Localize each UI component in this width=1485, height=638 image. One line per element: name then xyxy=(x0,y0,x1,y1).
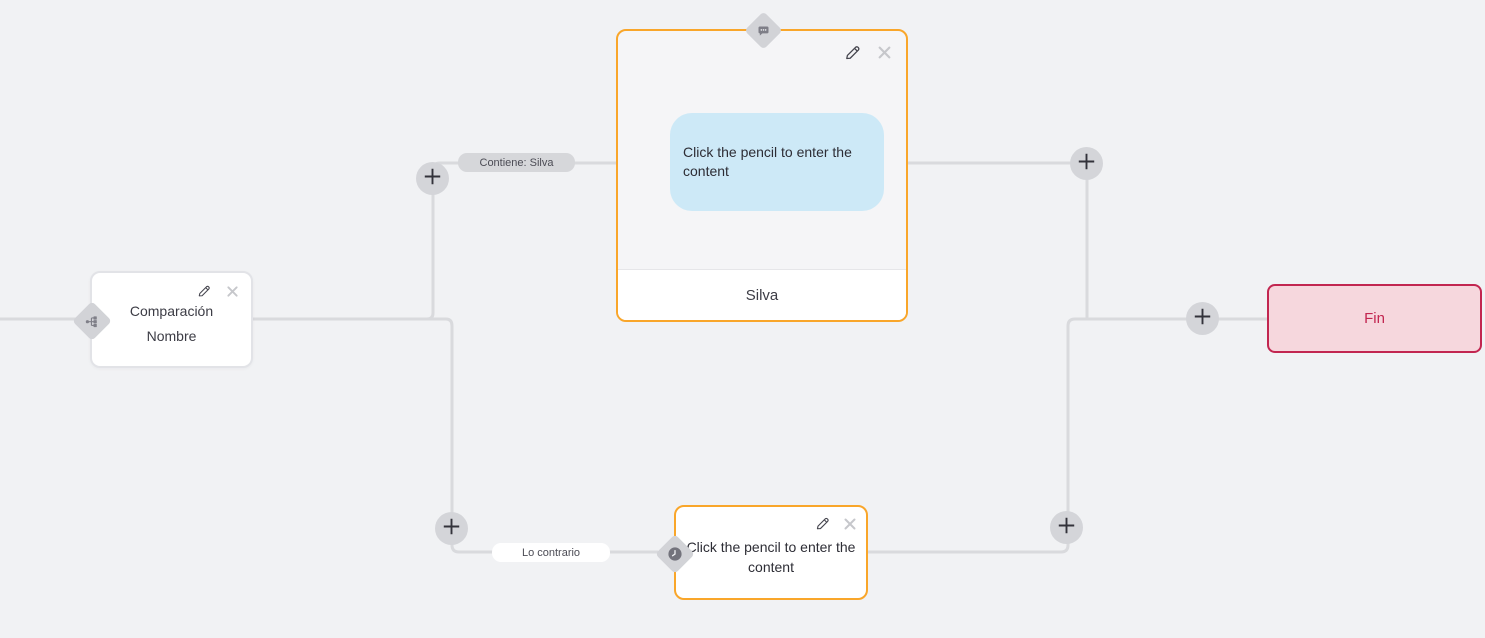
condition-title-line1: Comparación xyxy=(129,303,214,319)
plus-icon xyxy=(1077,152,1096,176)
chat-bubble-icon xyxy=(756,23,771,38)
end-node[interactable]: Fin xyxy=(1267,284,1482,353)
end-node-label: Fin xyxy=(1364,310,1385,327)
plus-icon xyxy=(1057,516,1076,540)
close-icon[interactable] xyxy=(226,285,239,298)
edge-label-otherwise: Lo contrario xyxy=(492,543,610,562)
condition-diamond xyxy=(72,301,112,341)
message-bubble: Click the pencil to enter the content xyxy=(670,113,884,211)
fallback-node[interactable]: Click the pencil to enter the content xyxy=(655,505,868,600)
fallback-diamond xyxy=(655,534,695,574)
message-node[interactable]: Click the pencil to enter the content Si… xyxy=(616,11,908,322)
add-node-button[interactable] xyxy=(435,512,468,545)
add-node-button[interactable] xyxy=(1050,511,1083,544)
edge-label-contains: Contiene: Silva xyxy=(458,153,575,172)
edit-pencil-icon[interactable] xyxy=(815,516,830,531)
message-footer-label: Silva xyxy=(745,286,779,304)
edit-pencil-icon[interactable] xyxy=(197,284,211,298)
close-icon[interactable] xyxy=(877,45,892,60)
condition-title-line2: Nombre xyxy=(146,328,197,344)
fallback-placeholder-text: Click the pencil to enter the content xyxy=(686,539,856,575)
add-node-button[interactable] xyxy=(1070,147,1103,180)
close-icon[interactable] xyxy=(843,517,857,531)
edit-pencil-icon[interactable] xyxy=(844,44,861,61)
split-hierarchy-icon xyxy=(85,314,100,329)
message-body: Click the pencil to enter the content xyxy=(618,31,906,269)
clock-icon xyxy=(667,546,683,562)
plus-icon xyxy=(1193,307,1212,331)
condition-node[interactable]: Comparación Nombre xyxy=(72,271,253,368)
message-diamond xyxy=(744,11,783,50)
message-footer: Silva xyxy=(618,269,906,320)
add-node-button[interactable] xyxy=(416,162,449,195)
plus-icon xyxy=(423,167,442,191)
message-placeholder-text: Click the pencil to enter the content xyxy=(683,144,852,179)
add-node-button[interactable] xyxy=(1186,302,1219,335)
plus-icon xyxy=(442,517,461,541)
